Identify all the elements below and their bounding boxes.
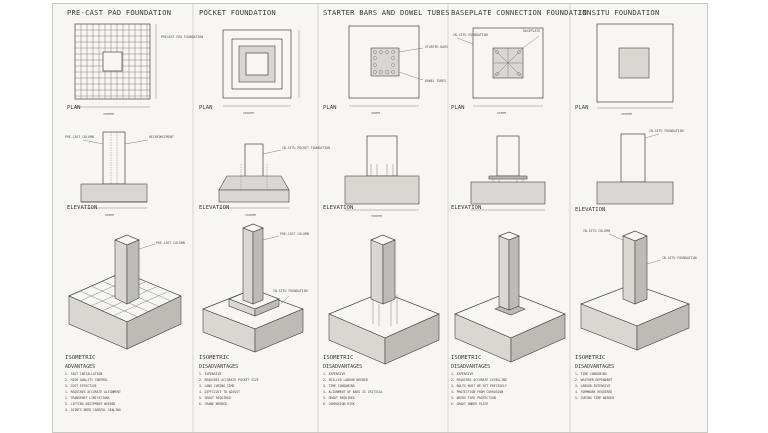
svg-text:1. EXPENSIVE: 1. EXPENSIVE xyxy=(199,372,221,376)
col3-list-heading: DISADVANTAGES xyxy=(323,364,362,370)
col5-plan-label: PLAN xyxy=(575,105,588,111)
svg-text:4. DIFFICULT TO ADJUST: 4. DIFFICULT TO ADJUST xyxy=(199,390,240,394)
starter-plan: 400MM STARTER BARS DOWEL TUBES xyxy=(348,25,448,115)
baseplate-elevation xyxy=(470,135,546,211)
svg-text:400MM: 400MM xyxy=(371,111,380,115)
col3-list: 1. EXPENSIVE 2. SKILLED LABOUR NEEDED 3.… xyxy=(323,372,383,406)
svg-text:1. REQUIRES ACCURATE ALIGNMENT: 1. REQUIRES ACCURATE ALIGNMENT xyxy=(65,390,121,394)
svg-text:IN-SITU FOUNDATION: IN-SITU FOUNDATION xyxy=(453,33,488,37)
col4-list-heading: DISADVANTAGES xyxy=(451,364,490,370)
pad-isometric: PRE-CAST COLUMN xyxy=(68,234,185,350)
svg-text:3. LONG CURING TIME: 3. LONG CURING TIME xyxy=(199,384,235,388)
col2-elevation-label: ELEVATION xyxy=(199,205,229,211)
svg-text:1. EXPENSIVE: 1. EXPENSIVE xyxy=(323,372,345,376)
svg-text:2. WEATHER DEPENDENT: 2. WEATHER DEPENDENT xyxy=(575,378,612,382)
svg-text:2. TRANSPORT LIMITATIONS: 2. TRANSPORT LIMITATIONS xyxy=(65,396,110,400)
svg-text:IN-SITU FOUNDATION: IN-SITU FOUNDATION xyxy=(273,289,308,293)
svg-text:4. ALIGNMENT OF BARS IS CRITIC: 4. ALIGNMENT OF BARS IS CRITICAL xyxy=(323,390,383,394)
svg-text:3. BOLTS MUST BE SET PRECISELY: 3. BOLTS MUST BE SET PRECISELY xyxy=(451,384,507,388)
pad-elevation: 800MM PRE-CAST COLUMN REINFORCEMENT xyxy=(65,131,174,217)
col5-elevation-label: ELEVATION xyxy=(575,207,605,213)
svg-text:4. JOINTS NEED CAREFUL SEALING: 4. JOINTS NEED CAREFUL SEALING xyxy=(65,408,121,412)
col3-title: STARTER BARS AND DOWEL TUBES xyxy=(323,8,450,17)
col1-elevation-label: ELEVATION xyxy=(67,205,97,211)
svg-text:1000MM: 1000MM xyxy=(245,213,256,217)
insitu-isometric: IN-SITU COLUMN IN-SITU FOUNDATION xyxy=(580,229,697,351)
svg-text:PRE-CAST COLUMN: PRE-CAST COLUMN xyxy=(280,232,309,236)
col1-title: PRE-CAST PAD FOUNDATION xyxy=(67,8,171,17)
svg-text:2000MM: 2000MM xyxy=(243,111,254,115)
svg-text:3. COST EFFECTIVE: 3. COST EFFECTIVE xyxy=(65,384,97,388)
baseplate-isometric xyxy=(454,231,566,363)
svg-text:PRECAST PAD FOUNDATION: PRECAST PAD FOUNDATION xyxy=(161,35,203,39)
svg-text:5. GROUT REQUIRED: 5. GROUT REQUIRED xyxy=(323,396,355,400)
svg-text:IN-SITU POCKET FOUNDATION: IN-SITU POCKET FOUNDATION xyxy=(282,146,330,150)
pocket-elevation: 1000MM IN-SITU POCKET FOUNDATION xyxy=(218,143,330,217)
svg-text:BASEPLATE: BASEPLATE xyxy=(523,29,540,33)
col4-isometric-label: ISOMETRIC xyxy=(451,355,481,361)
svg-text:IN-SITU COLUMN: IN-SITU COLUMN xyxy=(583,229,610,233)
svg-text:5. GROUT REQUIRED: 5. GROUT REQUIRED xyxy=(199,396,231,400)
svg-text:6. CORROSION RISK: 6. CORROSION RISK xyxy=(323,402,355,406)
pad-plan: 3000MM PRECAST PAD FOUNDATION xyxy=(74,23,203,116)
insitu-elevation: IN-SITU FOUNDATION xyxy=(596,129,684,205)
svg-text:3. LABOUR INTENSIVE: 3. LABOUR INTENSIVE xyxy=(575,384,611,388)
col5-list: 1. TIME CONSUMING 2. WEATHER DEPENDENT 3… xyxy=(575,372,614,400)
col1-list-heading: ADVANTAGES xyxy=(65,364,95,370)
svg-text:5. CURING TIME NEEDED: 5. CURING TIME NEEDED xyxy=(575,396,614,400)
svg-text:800MM: 800MM xyxy=(105,213,114,217)
col3-isometric-label: ISOMETRIC xyxy=(323,355,353,361)
svg-text:2. HIGH QUALITY CONTROL: 2. HIGH QUALITY CONTROL xyxy=(65,378,108,382)
col2-plan-label: PLAN xyxy=(199,105,212,111)
svg-text:6. CRANE NEEDED: 6. CRANE NEEDED xyxy=(199,402,227,406)
svg-text:REINFORCEMENT: REINFORCEMENT xyxy=(149,135,174,139)
starter-isometric xyxy=(328,234,440,365)
col5-list-heading: DISADVANTAGES xyxy=(575,364,614,370)
svg-text:3000MM: 3000MM xyxy=(103,112,114,116)
svg-text:PRE-CAST COLUMN: PRE-CAST COLUMN xyxy=(156,241,185,245)
svg-text:PRE-CAST COLUMN: PRE-CAST COLUMN xyxy=(65,135,94,139)
col5-isometric-label: ISOMETRIC xyxy=(575,355,605,361)
svg-text:4. PROTECTION FROM CORROSION: 4. PROTECTION FROM CORROSION xyxy=(451,390,503,394)
svg-text:2. REQUIRES ACCURATE LEVELLING: 2. REQUIRES ACCURATE LEVELLING xyxy=(451,378,507,382)
baseplate-plan: 600MM IN-SITU FOUNDATION BASEPLATE xyxy=(453,27,544,115)
svg-text:1. EXPENSIVE: 1. EXPENSIVE xyxy=(451,372,473,376)
col2-list: 1. EXPENSIVE 2. REQUIRES ACCURATE POCKET… xyxy=(199,372,259,406)
col2-title: POCKET FOUNDATION xyxy=(199,8,276,17)
svg-text:2. REQUIRES ACCURATE POCKET SI: 2. REQUIRES ACCURATE POCKET SIZE xyxy=(199,378,259,382)
col1-isometric-label: ISOMETRIC xyxy=(65,355,95,361)
svg-text:IN-SITU FOUNDATION: IN-SITU FOUNDATION xyxy=(662,256,697,260)
col2-isometric-label: ISOMETRIC xyxy=(199,355,229,361)
drawing-sheet: PRE-CAST PAD FOUNDATION POCKET FOUNDATIO… xyxy=(52,3,708,433)
svg-text:IN-SITU FOUNDATION: IN-SITU FOUNDATION xyxy=(649,129,684,133)
svg-text:5. NEEDS FIRE PROTECTION: 5. NEEDS FIRE PROTECTION xyxy=(451,396,496,400)
pocket-isometric: PRE-CAST COLUMN IN-SITU FOUNDATION xyxy=(202,223,309,353)
col4-plan-label: PLAN xyxy=(451,105,464,111)
col1-plan-label: PLAN xyxy=(67,105,80,111)
col5-title: IN SITU FOUNDATION xyxy=(578,8,660,17)
svg-text:STARTER BARS: STARTER BARS xyxy=(425,45,448,49)
svg-text:2000MM: 2000MM xyxy=(621,112,632,116)
col4-elevation-label: ELEVATION xyxy=(451,205,481,211)
svg-text:600MM: 600MM xyxy=(497,111,506,115)
svg-text:3. LIFTING EQUIPMENT NEEDED: 3. LIFTING EQUIPMENT NEEDED xyxy=(65,402,115,406)
svg-text:6. GROUT UNDER PLATE: 6. GROUT UNDER PLATE xyxy=(451,402,488,406)
col4-list: 1. EXPENSIVE 2. REQUIRES ACCURATE LEVELL… xyxy=(451,372,507,406)
svg-text:3000MM: 3000MM xyxy=(371,214,382,218)
col1-list: 1. FAST INSTALLATION 2. HIGH QUALITY CON… xyxy=(65,372,121,412)
svg-text:1. TIME CONSUMING: 1. TIME CONSUMING xyxy=(575,372,607,376)
svg-text:DOWEL TUBES: DOWEL TUBES xyxy=(425,79,446,83)
col3-elevation-label: ELEVATION xyxy=(323,205,353,211)
starter-elevation: 3000MM xyxy=(344,135,420,218)
svg-text:4. FORMWORK REQUIRED: 4. FORMWORK REQUIRED xyxy=(575,390,612,394)
svg-text:3. TIME CONSUMING: 3. TIME CONSUMING xyxy=(323,384,355,388)
col2-list-heading: DISADVANTAGES xyxy=(199,364,238,370)
insitu-plan: 2000MM xyxy=(596,23,674,116)
svg-text:1. FAST INSTALLATION: 1. FAST INSTALLATION xyxy=(65,372,102,376)
svg-text:2. SKILLED LABOUR NEEDED: 2. SKILLED LABOUR NEEDED xyxy=(323,378,368,382)
construction-drawing: PRE-CAST PAD FOUNDATION POCKET FOUNDATIO… xyxy=(65,4,697,432)
col3-plan-label: PLAN xyxy=(323,105,336,111)
col4-title: BASEPLATE CONNECTION FOUNDATION xyxy=(451,8,591,17)
pocket-plan: 2000MM xyxy=(222,29,300,115)
